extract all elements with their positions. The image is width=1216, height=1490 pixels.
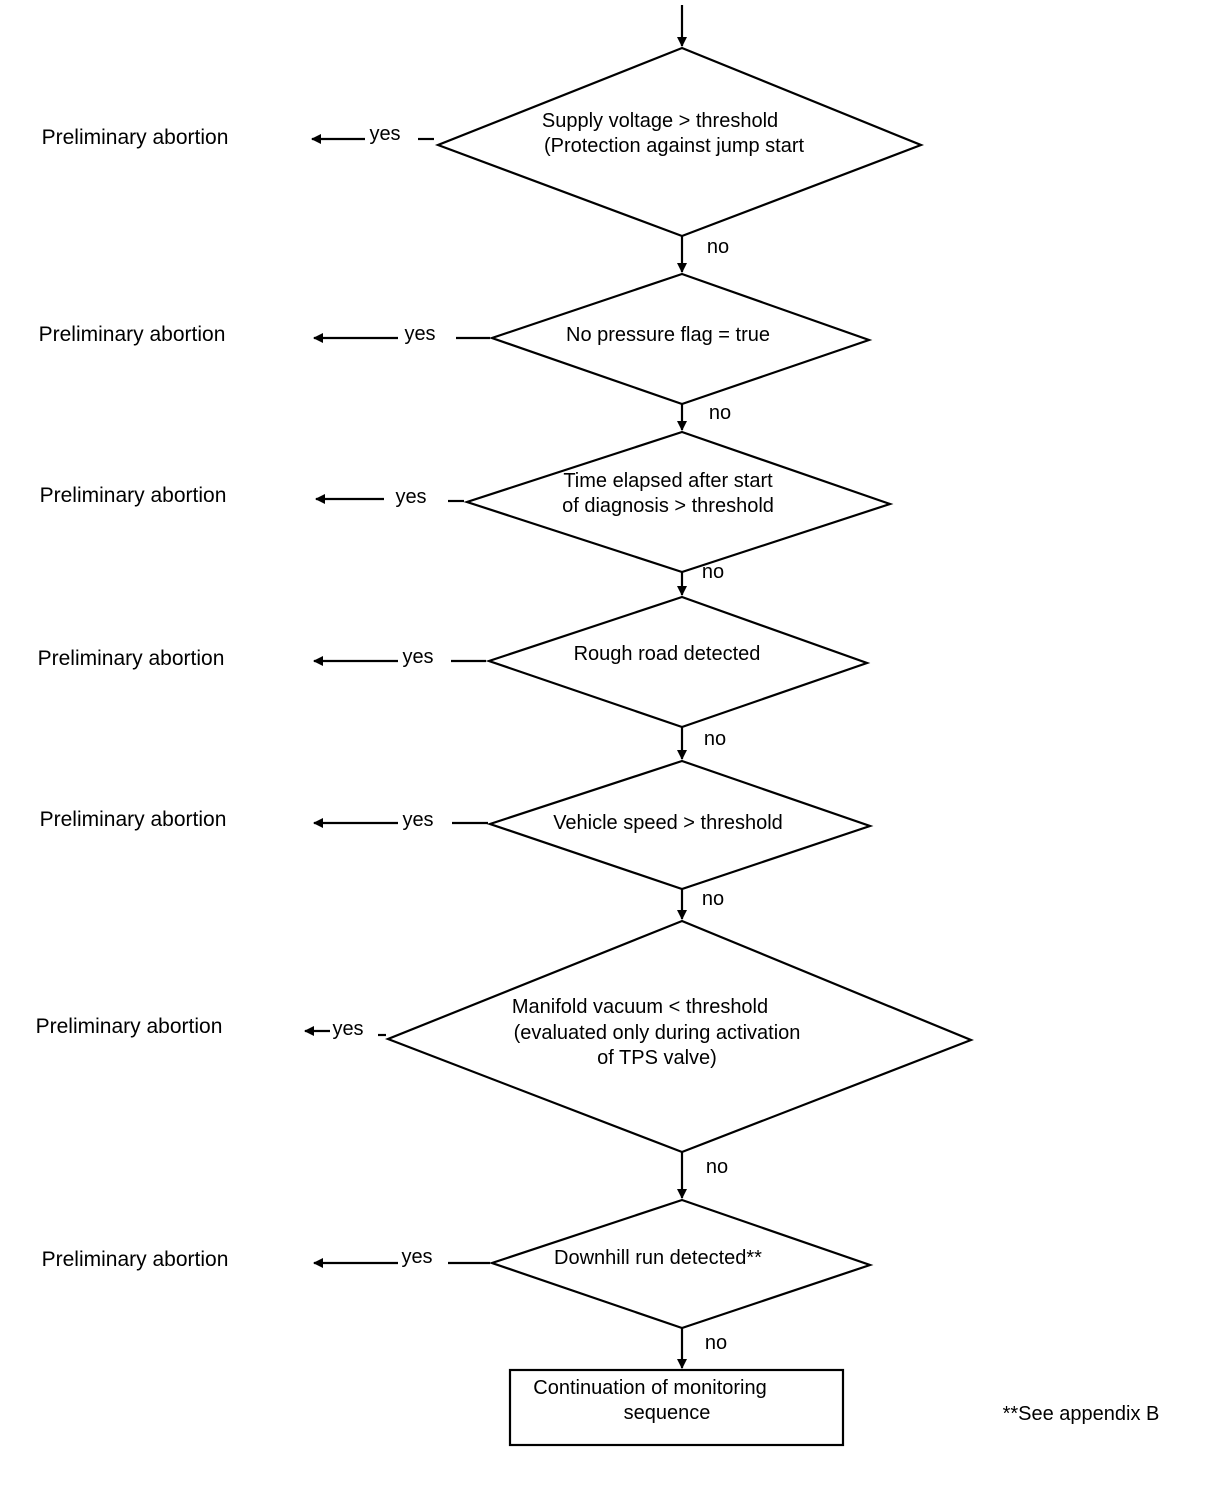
- yes-label: yes: [369, 123, 400, 145]
- decision-rough-road: Rough road detected: [485, 595, 871, 729]
- no-label: no: [705, 1332, 727, 1354]
- decision-manifold-vacuum: Manifold vacuum < threshold (evaluated o…: [384, 919, 974, 1154]
- decision-text-line: Downhill run detected**: [554, 1247, 762, 1269]
- decision-text-line: Manifold vacuum < threshold: [512, 996, 768, 1018]
- abort-label: Preliminary abortion: [36, 1015, 223, 1038]
- decision-no-pressure-flag: No pressure flag = true: [488, 272, 873, 406]
- abort-label: Preliminary abortion: [40, 484, 227, 507]
- yes-label: yes: [402, 809, 433, 831]
- process-text-line: sequence: [624, 1402, 711, 1424]
- decision-text-line: Time elapsed after start: [563, 470, 773, 492]
- decision-text-line: of diagnosis > threshold: [562, 495, 774, 517]
- no-label: no: [709, 402, 731, 424]
- abort-label: Preliminary abortion: [40, 808, 227, 831]
- decision-text-line: (evaluated only during activation: [514, 1022, 801, 1044]
- continuation-box: Continuation of monitoring sequence: [508, 1368, 845, 1447]
- decision-text-line: No pressure flag = true: [566, 324, 770, 346]
- decision-text-line: of TPS valve): [597, 1047, 717, 1069]
- decision-time-elapsed: Time elapsed after start of diagnosis > …: [463, 430, 894, 574]
- no-label: no: [702, 561, 724, 583]
- process-box: [508, 1368, 845, 1447]
- decision-text-line: Rough road detected: [574, 643, 761, 665]
- yes-label: yes: [401, 1246, 432, 1268]
- no-label: no: [707, 236, 729, 258]
- abort-label: Preliminary abortion: [42, 1248, 229, 1271]
- decision-downhill-run: Downhill run detected**: [488, 1198, 874, 1330]
- no-label: no: [706, 1156, 728, 1178]
- yes-label: yes: [395, 486, 426, 508]
- process-text-line: Continuation of monitoring: [533, 1377, 766, 1399]
- decision-text-line: (Protection against jump start: [544, 135, 805, 157]
- abort-label: Preliminary abortion: [39, 323, 226, 346]
- decision-supply-voltage: Supply voltage > threshold (Protection a…: [434, 46, 925, 238]
- no-label: no: [704, 728, 726, 750]
- decision-text-line: Supply voltage > threshold: [542, 110, 778, 132]
- decision-text-line: Vehicle speed > threshold: [553, 812, 783, 834]
- abort-label: Preliminary abortion: [38, 647, 225, 670]
- abort-label: Preliminary abortion: [42, 126, 229, 149]
- decision-vehicle-speed: Vehicle speed > threshold: [486, 759, 874, 891]
- yes-label: yes: [332, 1018, 363, 1040]
- yes-label: yes: [404, 323, 435, 345]
- footnote: **See appendix B: [1003, 1403, 1160, 1425]
- no-label: no: [702, 888, 724, 910]
- yes-label: yes: [402, 646, 433, 668]
